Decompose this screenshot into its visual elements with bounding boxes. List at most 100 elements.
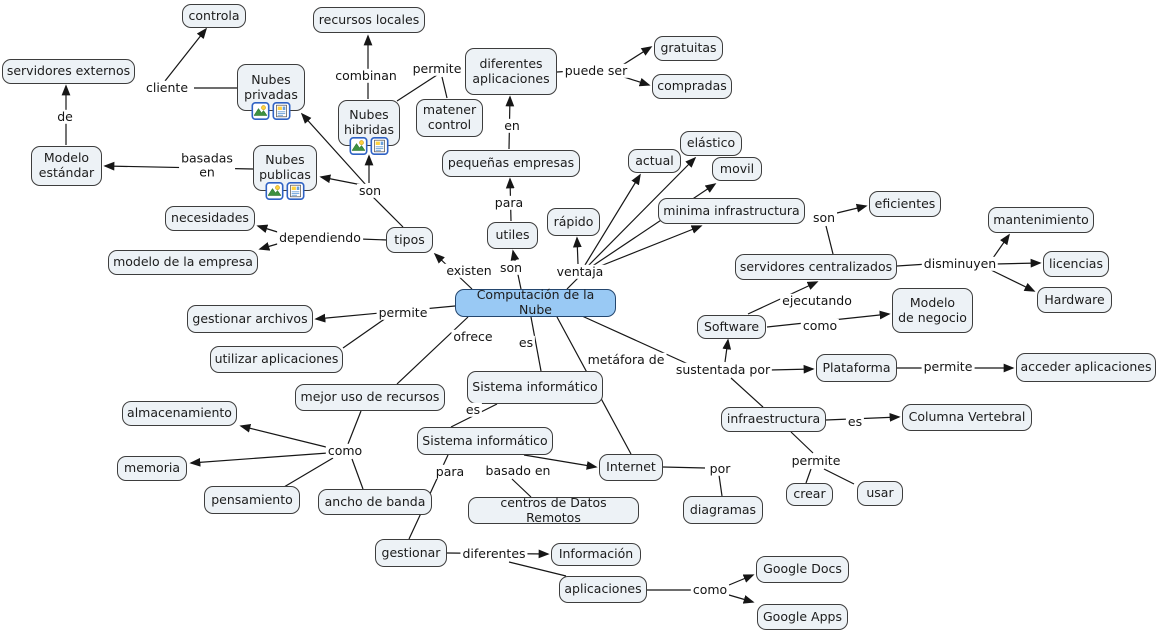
node-hardware[interactable]: Hardware [1037, 287, 1112, 313]
node-centros-de-datos-remotos[interactable]: centros de Datos Remotos [468, 495, 639, 524]
link-label-sustentada-por[interactable]: sustentada por [673, 361, 773, 378]
node-crear[interactable]: crear [786, 483, 833, 506]
node-nubes-privadas[interactable]: Nubes privadas [237, 64, 305, 120]
node-gratuitas[interactable]: gratuitas [654, 36, 723, 61]
node-label: gratuitas [660, 40, 717, 56]
node-actual[interactable]: actual [628, 149, 681, 173]
node-diagramas[interactable]: diagramas [683, 496, 763, 524]
node-gestionar-archivos[interactable]: gestionar archivos [187, 305, 313, 333]
node-columna-vertebral[interactable]: Columna Vertebral [902, 404, 1032, 431]
node-elastico[interactable]: elástico [680, 131, 742, 156]
link-label-combinan[interactable]: combinan [333, 67, 399, 84]
link-label-como-recursos[interactable]: como [325, 442, 365, 459]
node-licencias[interactable]: licencias [1043, 251, 1109, 277]
node-label: Nubes publicas [259, 152, 311, 182]
link-label-son-utiles[interactable]: son [497, 259, 525, 276]
node-diferentes-aplicaciones[interactable]: diferentes aplicaciones [465, 48, 557, 95]
image-resource-icon[interactable] [251, 102, 270, 120]
link-label-es-central[interactable]: es [516, 334, 536, 351]
node-modelo-de-negocio[interactable]: Modelo de negocio [892, 288, 973, 333]
node-software[interactable]: Software [697, 315, 766, 339]
node-mejor-uso-de-recursos[interactable]: mejor uso de recursos [295, 384, 445, 411]
node-label: acceder aplicaciones [1020, 359, 1152, 375]
node-informacion[interactable]: Información [551, 543, 641, 566]
node-controla[interactable]: controla [182, 4, 246, 28]
node-necesidades[interactable]: necesidades [165, 206, 255, 231]
node-ancho-de-banda[interactable]: ancho de banda [318, 489, 432, 515]
node-label: Plataforma [822, 359, 891, 375]
text-resource-icon[interactable] [272, 102, 291, 120]
node-modelo-de-la-empresa[interactable]: modelo de la empresa [108, 250, 258, 275]
image-resource-icon[interactable] [265, 182, 284, 200]
node-nubes-hibridas[interactable]: Nubes hibridas [338, 100, 400, 155]
link-label-es-sistemas[interactable]: es [463, 401, 483, 418]
node-acceder-aplicaciones[interactable]: acceder aplicaciones [1016, 353, 1156, 382]
node-servidores-centralizados[interactable]: servidores centralizados [735, 254, 897, 280]
node-pensamiento[interactable]: pensamiento [204, 486, 300, 514]
node-utilizar-aplicaciones[interactable]: utilizar aplicaciones [210, 346, 343, 373]
link-label-disminuyen[interactable]: disminuyen [921, 255, 999, 272]
node-usar[interactable]: usar [857, 481, 903, 506]
link-label-ventaja[interactable]: ventaja [554, 263, 606, 280]
link-label-permite-infraestructura[interactable]: permite [789, 452, 843, 469]
link-label-permite-hibridas[interactable]: permite [410, 60, 464, 77]
link-label-diferentes[interactable]: diferentes [460, 545, 528, 562]
link-label-por[interactable]: por [707, 460, 733, 477]
image-resource-icon[interactable] [349, 137, 368, 155]
node-plataforma[interactable]: Plataforma [816, 354, 897, 382]
edge-sustentadapor-software [722, 338, 732, 363]
node-rapido[interactable]: rápido [547, 208, 600, 236]
link-label-puede-ser[interactable]: puede ser [562, 62, 630, 79]
link-label-como-google[interactable]: como [690, 581, 730, 598]
node-nubes-publicas[interactable]: Nubes publicas [253, 145, 317, 200]
edge-ventaja-minima [592, 225, 703, 270]
node-internet[interactable]: Internet [599, 454, 663, 481]
link-label-cliente[interactable]: cliente [143, 79, 191, 96]
node-memoria[interactable]: memoria [117, 456, 187, 481]
link-label-existen[interactable]: existen [444, 262, 494, 279]
node-compradas[interactable]: compradas [652, 74, 732, 99]
node-movil[interactable]: movil [712, 157, 762, 181]
text-resource-icon[interactable] [286, 182, 305, 200]
node-label: licencias [1049, 255, 1103, 271]
node-infraestructura[interactable]: infraestructura [721, 407, 826, 432]
node-recursos-locales[interactable]: recursos locales [313, 7, 425, 33]
node-google-apps[interactable]: Google Apps [757, 604, 848, 630]
node-tipos[interactable]: tipos [386, 227, 433, 253]
node-matener-control[interactable]: matener control [416, 99, 483, 137]
link-label-son-servidores[interactable]: son [810, 209, 838, 226]
node-google-docs[interactable]: Google Docs [756, 556, 849, 583]
edge-permite-crear [805, 468, 812, 484]
node-almacenamiento[interactable]: almacenamiento [122, 401, 237, 426]
node-servidores-externos[interactable]: servidores externos [2, 59, 135, 84]
link-label-para-gestionar[interactable]: para [433, 463, 467, 480]
node-minima-infrastructura[interactable]: minima infrastructura [658, 198, 805, 224]
node-label: Internet [606, 459, 656, 475]
link-label-permite-central[interactable]: permite [376, 304, 430, 321]
link-label-permite-plataforma[interactable]: permite [921, 358, 975, 375]
text-resource-icon[interactable] [370, 137, 389, 155]
link-label-como-software[interactable]: como [800, 317, 840, 334]
link-label-para-utiles[interactable]: para [492, 194, 526, 211]
link-label-de[interactable]: de [55, 108, 75, 125]
node-sistema-informatico-b[interactable]: Sistema informático [417, 427, 553, 455]
link-label-basado-en[interactable]: basado en [483, 462, 553, 479]
link-label-es-infraestructura[interactable]: es [845, 413, 865, 430]
link-label-ejecutando[interactable]: ejecutando [780, 292, 854, 309]
link-label-metafora-de[interactable]: metáfora de [585, 351, 667, 368]
link-label-en[interactable]: en [502, 117, 522, 134]
link-label-dependiendo[interactable]: dependiendo [277, 229, 363, 246]
node-pequenas-empresas[interactable]: pequeñas empresas [442, 150, 580, 177]
node-mantenimiento[interactable]: mantenimiento [988, 207, 1094, 233]
node-sistema-informatico-a[interactable]: Sistema informático [467, 371, 603, 404]
node-modelo-estandar[interactable]: Modelo estándar [31, 146, 102, 186]
node-computacion-de-la-nube[interactable]: Computación de la Nube [455, 287, 616, 317]
node-utiles[interactable]: utiles [487, 222, 538, 249]
link-label-ofrece[interactable]: ofrece [451, 328, 495, 345]
node-gestionar[interactable]: gestionar [375, 539, 447, 567]
edge-sistemaB-internet [523, 454, 598, 470]
link-label-basadas-en[interactable]: basadas en [179, 150, 235, 181]
node-eficientes[interactable]: eficientes [869, 191, 941, 217]
node-aplicaciones[interactable]: aplicaciones [559, 576, 647, 603]
link-label-son-tipos[interactable]: son [356, 182, 384, 199]
